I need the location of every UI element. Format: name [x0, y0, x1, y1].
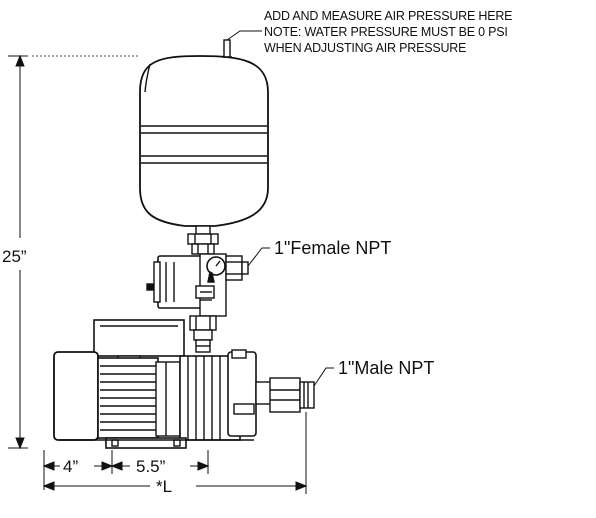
female-npt-port	[225, 255, 249, 281]
height-label: 25”	[2, 247, 27, 266]
base-dimension	[42, 450, 210, 490]
motor-body	[53, 351, 181, 441]
length-label: *L	[156, 477, 172, 496]
adjusting-air-note: WHEN ADJUSTING AIR PRESSURE	[264, 41, 466, 55]
pressure-tank	[139, 55, 269, 227]
female-npt-label: 1"Female NPT	[274, 238, 391, 258]
length-dimension	[42, 412, 308, 494]
motor-junction-box	[93, 319, 185, 363]
male-npt-label: 1"Male NPT	[338, 358, 434, 378]
air-valve-stem	[222, 39, 232, 58]
air-valve-leader	[226, 30, 262, 41]
male-npt-port	[255, 377, 315, 413]
water-pressure-note: NOTE: WATER PRESSURE MUST BE 0 PSI	[264, 25, 508, 39]
male-npt-leader	[313, 367, 334, 387]
height-dimension	[8, 54, 28, 450]
base-span-label: 5.5”	[136, 457, 166, 476]
base-left-label: 4”	[63, 457, 78, 476]
air-pressure-instruction: ADD AND MEASURE AIR PRESSURE HERE	[264, 9, 512, 23]
female-npt-leader	[247, 247, 270, 267]
tank-fitting	[187, 225, 219, 255]
base-plate	[60, 437, 254, 449]
pump-head	[227, 349, 257, 437]
pressure-gauge	[206, 256, 226, 283]
manifold-lower-fitting	[189, 315, 217, 353]
